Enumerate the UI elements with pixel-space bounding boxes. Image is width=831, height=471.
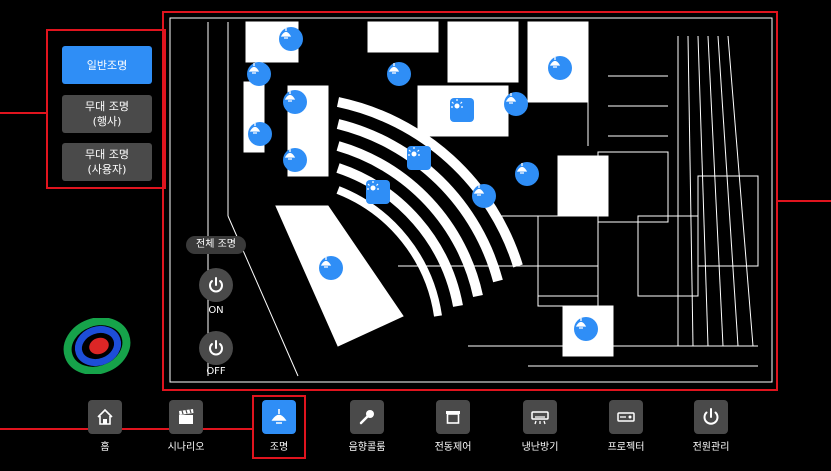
annotation-line-modes — [0, 112, 46, 114]
nav-hvac-label: 냉난방기 — [521, 442, 559, 453]
off-label: OFF — [206, 366, 226, 377]
nav-power-management[interactable]: 전원관리 — [683, 400, 739, 458]
ceiling-lamp-icon — [284, 149, 296, 160]
on-label: ON — [208, 305, 224, 316]
lamp-marker-stage[interactable] — [450, 98, 474, 122]
floor-plan — [168, 16, 774, 384]
ceiling-lamp-icon — [505, 93, 517, 104]
annotation-line-nav — [0, 428, 252, 430]
nav-lighting-label: 조명 — [269, 442, 289, 453]
projector-icon — [617, 412, 635, 422]
mode-stage-event-label: 무대 조명 — [85, 100, 129, 113]
nav-power-management-label: 전원관리 — [692, 442, 730, 453]
nav-audio[interactable]: 음향콜룸 — [339, 400, 395, 458]
lamp-marker[interactable] — [387, 62, 411, 86]
spotlight-icon — [367, 181, 379, 191]
nav-audio-label: 음향콜룸 — [348, 442, 386, 453]
nav-home[interactable]: 홈 — [77, 400, 133, 458]
spotlight-icon — [451, 99, 463, 109]
spotlight-icon — [408, 147, 420, 157]
mode-stage-user-label: 무대 조명 — [85, 148, 129, 161]
ceiling-lamp-icon — [516, 163, 528, 174]
lamp-marker[interactable] — [283, 148, 307, 172]
power-icon — [209, 340, 223, 356]
nav-icon-box — [523, 400, 557, 434]
logo — [63, 318, 131, 374]
nav-icon-box — [694, 400, 728, 434]
lamp-marker[interactable] — [574, 317, 598, 341]
lamp-marker[interactable] — [504, 92, 528, 116]
mode-general-button[interactable]: 일반조명 — [62, 46, 152, 84]
lamp-marker[interactable] — [319, 256, 343, 280]
nav-scenario-label: 시나리오 — [167, 442, 205, 453]
microphone-icon — [359, 410, 374, 425]
home-icon — [97, 408, 113, 425]
all-lighting-on-button[interactable] — [199, 268, 233, 302]
mode-stage-user-sublabel: (사용자) — [87, 163, 127, 176]
lamp-marker-stage[interactable] — [366, 180, 390, 204]
ceiling-lamp-icon — [575, 318, 587, 329]
annotation-box-nav-lighting — [252, 395, 306, 459]
nav-lighting[interactable]: 조명 — [251, 400, 307, 458]
nav-icon-box — [262, 400, 296, 434]
lamp-marker[interactable] — [283, 90, 307, 114]
nav-icon-box — [169, 400, 203, 434]
power-icon — [703, 408, 719, 425]
lamp-marker[interactable] — [247, 62, 271, 86]
nav-projector-label: 프로젝터 — [607, 442, 645, 453]
nav-icon-box — [436, 400, 470, 434]
nav-hvac[interactable]: 냉난방기 — [512, 400, 568, 458]
annotation-box-modes — [46, 29, 166, 189]
lamp-marker[interactable] — [472, 184, 496, 208]
ceiling-lamp-icon — [284, 91, 296, 102]
nav-home-label: 홈 — [100, 442, 110, 453]
motor-box-icon — [446, 411, 460, 424]
lamp-marker[interactable] — [279, 27, 303, 51]
mode-stage-event-button[interactable]: 무대 조명 (행사) — [62, 95, 152, 133]
ceiling-lamp-icon — [320, 257, 332, 268]
all-lighting-label: 전체 조명 — [186, 236, 246, 254]
nav-icon-box — [88, 400, 122, 434]
nav-scenario[interactable]: 시나리오 — [158, 400, 214, 458]
ceiling-lamp-icon — [473, 185, 485, 196]
nav-motor-control[interactable]: 전동제어 — [425, 400, 481, 458]
mode-stage-user-button[interactable]: 무대 조명 (사용자) — [62, 143, 152, 181]
lamp-marker[interactable] — [548, 56, 572, 80]
ceiling-lamp-icon — [271, 409, 287, 424]
power-icon — [209, 277, 223, 293]
lamp-marker[interactable] — [248, 122, 272, 146]
clapperboard-icon — [179, 409, 194, 424]
all-lighting-off-button[interactable] — [199, 331, 233, 365]
ceiling-lamp-icon — [388, 63, 400, 74]
annotation-box-floorplan — [162, 11, 778, 391]
lamp-marker-stage[interactable] — [407, 146, 431, 170]
ceiling-lamp-icon — [249, 123, 261, 134]
lamp-marker[interactable] — [515, 162, 539, 186]
nav-icon-box — [609, 400, 643, 434]
air-conditioner-icon — [531, 411, 549, 425]
nav-motor-control-label: 전동제어 — [434, 442, 472, 453]
mode-stage-event-sublabel: (행사) — [92, 115, 122, 128]
mode-general-label: 일반조명 — [86, 58, 128, 72]
ceiling-lamp-icon — [280, 28, 292, 39]
annotation-line-floorplan — [778, 200, 831, 202]
ceiling-lamp-icon — [248, 63, 260, 74]
nav-icon-box — [350, 400, 384, 434]
ceiling-lamp-icon — [549, 57, 561, 68]
nav-projector[interactable]: 프로젝터 — [598, 400, 654, 458]
